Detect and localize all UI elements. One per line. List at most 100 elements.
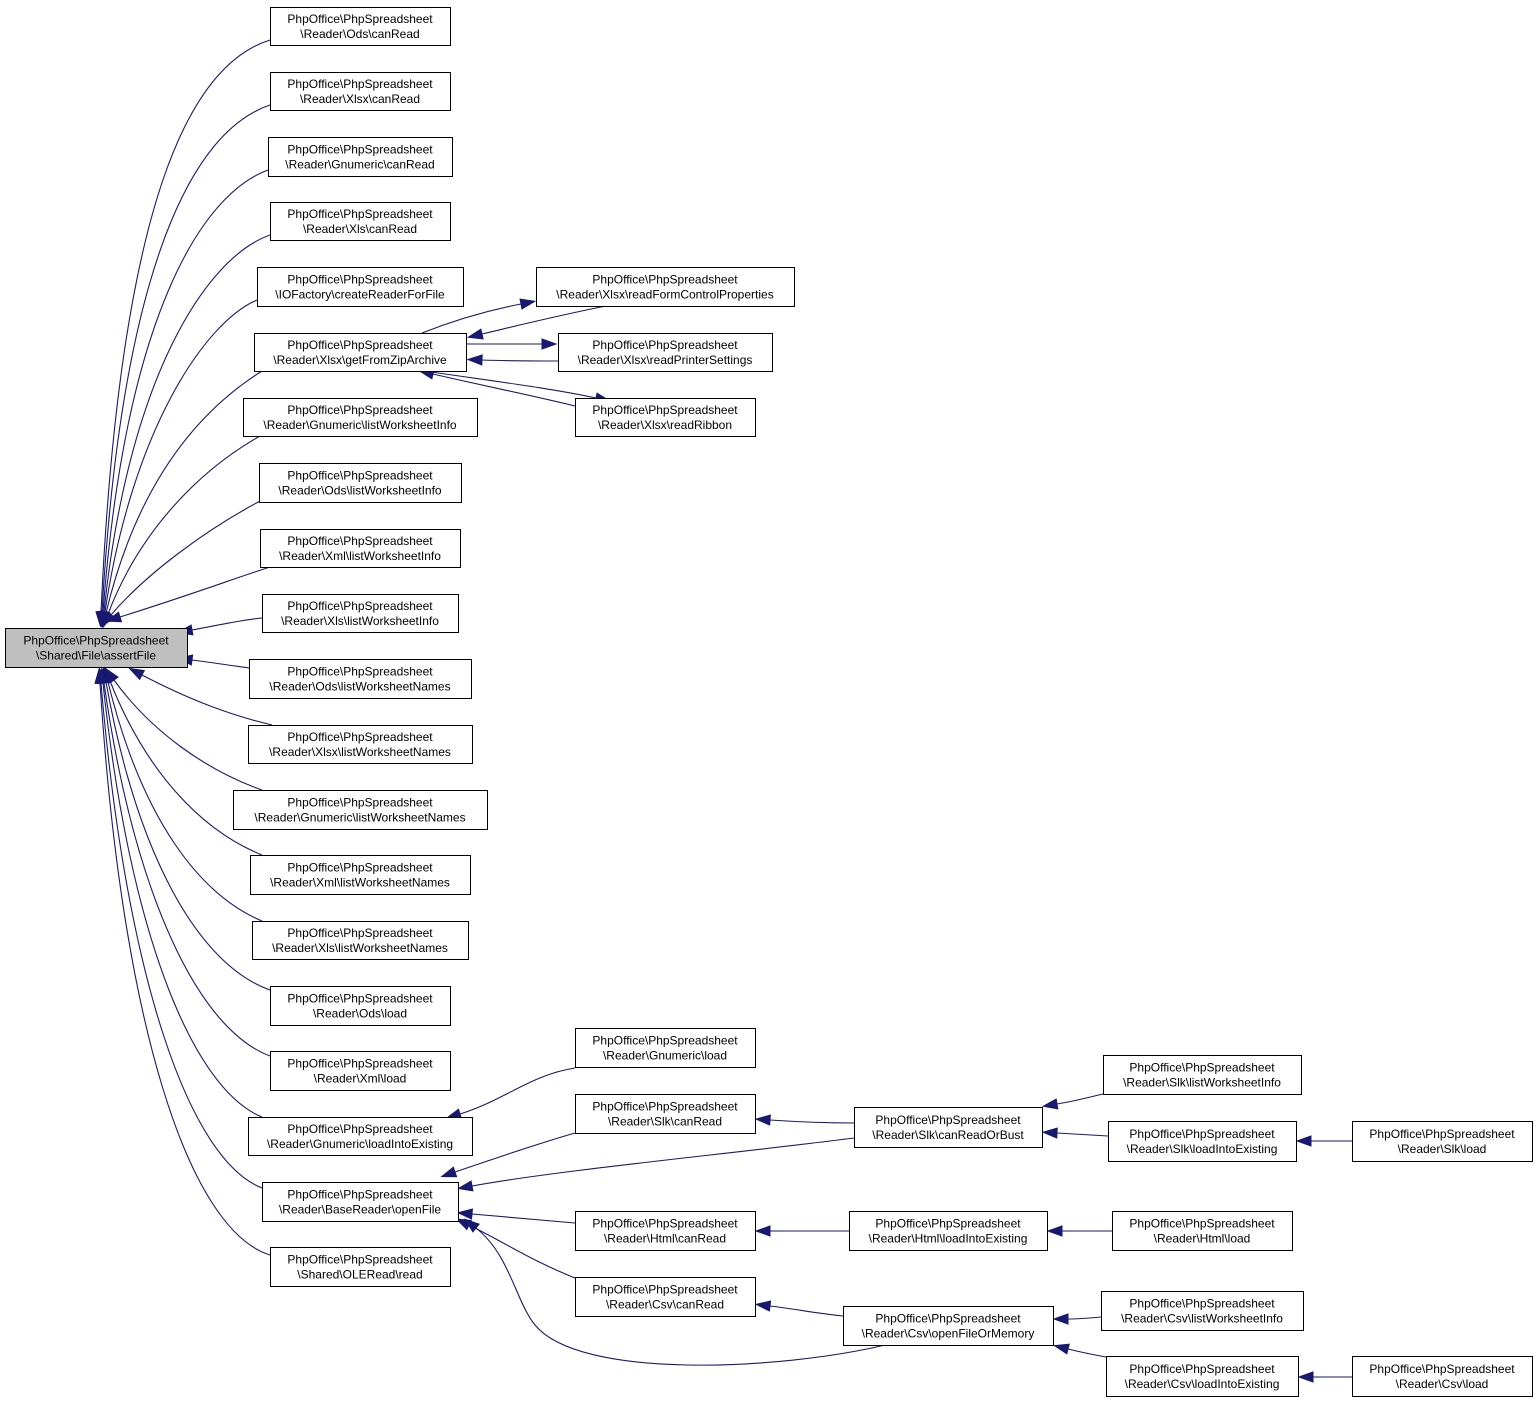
node-csv_listWorksheetInfo[interactable]: PhpOffice\PhpSpreadsheet\Reader\Csv\list… (1101, 1291, 1304, 1331)
node-box (575, 398, 756, 437)
edge-line (102, 682, 263, 1118)
node-csv_loadIntoExisting[interactable]: PhpOffice\PhpSpreadsheet\Reader\Csv\load… (1106, 1356, 1299, 1397)
node-box (575, 1028, 756, 1068)
node-xlsx_readPrinterSettings[interactable]: PhpOffice\PhpSpreadsheet\Reader\Xlsx\rea… (558, 333, 773, 372)
node-label-line1: PhpOffice\PhpSpreadsheet (287, 338, 433, 352)
edge-line (109, 680, 263, 856)
edge-ods_canRead-to-assertFile (95, 39, 271, 628)
node-label-line2: \Reader\Gnumeric\loadIntoExisting (267, 1137, 453, 1151)
edge-csv_openFileOrMemory-to-basereader_openFile (463, 1218, 886, 1366)
node-iofactory_createReaderForFile[interactable]: PhpOffice\PhpSpreadsheet\IOFactory\creat… (257, 267, 464, 307)
node-xml_listWorksheetInfo[interactable]: PhpOffice\PhpSpreadsheet\Reader\Xml\list… (260, 529, 461, 568)
node-basereader_openFile[interactable]: PhpOffice\PhpSpreadsheet\Reader\BaseRead… (262, 1182, 459, 1222)
edge-line (100, 39, 271, 613)
node-box (248, 725, 473, 764)
node-xls_listWorksheetNames[interactable]: PhpOffice\PhpSpreadsheet\Reader\Xls\list… (252, 921, 469, 960)
edge-html_canRead-to-basereader_openFile (456, 1208, 576, 1224)
node-csv_load[interactable]: PhpOffice\PhpSpreadsheet\Reader\Csv\load (1352, 1356, 1533, 1397)
arrowhead-icon (1041, 1098, 1059, 1110)
edge-line (1067, 1316, 1102, 1320)
node-label-line2: \Reader\Csv\openFileOrMemory (862, 1327, 1035, 1341)
node-label-line2: \Reader\Gnumeric\load (603, 1049, 727, 1063)
node-label-line2: \Reader\Html\load (1154, 1232, 1251, 1246)
node-html_canRead[interactable]: PhpOffice\PhpSpreadsheet\Reader\Html\can… (575, 1211, 756, 1251)
node-gnumeric_load[interactable]: PhpOffice\PhpSpreadsheet\Reader\Gnumeric… (575, 1028, 756, 1068)
node-ods_listWorksheetNames[interactable]: PhpOffice\PhpSpreadsheet\Reader\Ods\list… (249, 659, 472, 699)
edge-line (105, 681, 271, 991)
node-html_loadIntoExisting[interactable]: PhpOffice\PhpSpreadsheet\Reader\Html\loa… (849, 1211, 1048, 1251)
node-label-line2: \Reader\Slk\load (1398, 1142, 1487, 1156)
node-label-line1: PhpOffice\PhpSpreadsheet (287, 1057, 433, 1071)
edge-xml_load-to-assertFile (98, 667, 271, 1057)
node-box (854, 1107, 1043, 1148)
arrowhead-icon (1295, 1135, 1312, 1147)
node-box (1108, 1121, 1297, 1162)
node-box (270, 1051, 451, 1091)
node-label-line1: PhpOffice\PhpSpreadsheet (287, 469, 433, 483)
node-label-line1: PhpOffice\PhpSpreadsheet (592, 1283, 738, 1297)
node-label-line2: \Reader\Csv\listWorksheetInfo (1121, 1312, 1283, 1326)
node-label-line2: \Reader\Xls\listWorksheetInfo (281, 614, 439, 628)
edge-csv_loadIntoExisting-to-csv_openFileOrMemory (1052, 1343, 1107, 1358)
node-label-line1: PhpOffice\PhpSpreadsheet (287, 730, 433, 744)
node-box (5, 628, 188, 668)
node-gnumeric_loadIntoExisting[interactable]: PhpOffice\PhpSpreadsheet\Reader\Gnumeric… (248, 1117, 473, 1156)
node-label-line1: PhpOffice\PhpSpreadsheet (287, 143, 433, 157)
node-xlsx_readFormControlProperties[interactable]: PhpOffice\PhpSpreadsheet\Reader\Xlsx\rea… (536, 267, 795, 307)
node-label-line1: PhpOffice\PhpSpreadsheet (1129, 1297, 1275, 1311)
node-slk_load[interactable]: PhpOffice\PhpSpreadsheet\Reader\Slk\load (1352, 1121, 1533, 1162)
node-label-line2: \IOFactory\createReaderForFile (275, 288, 445, 302)
node-slk_canRead[interactable]: PhpOffice\PhpSpreadsheet\Reader\Slk\canR… (575, 1094, 756, 1134)
node-ods_canRead[interactable]: PhpOffice\PhpSpreadsheet\Reader\Ods\canR… (270, 7, 451, 46)
edge-line (191, 659, 250, 669)
node-label-line1: PhpOffice\PhpSpreadsheet (287, 1253, 433, 1267)
node-csv_canRead[interactable]: PhpOffice\PhpSpreadsheet\Reader\Csv\canR… (575, 1277, 756, 1317)
node-xml_listWorksheetNames[interactable]: PhpOffice\PhpSpreadsheet\Reader\Xml\list… (250, 855, 471, 895)
edge-line (113, 679, 263, 791)
node-label-line2: \Reader\Csv\loadIntoExisting (1125, 1377, 1280, 1391)
edge-line (471, 1137, 855, 1187)
edge-ods_listWorksheetInfo-to-assertFile (100, 499, 263, 627)
node-box (575, 1211, 756, 1251)
node-html_load[interactable]: PhpOffice\PhpSpreadsheet\Reader\Html\loa… (1112, 1211, 1293, 1251)
node-label-line2: \Reader\Xml\load (314, 1072, 407, 1086)
node-olere_read[interactable]: PhpOffice\PhpSpreadsheet\Shared\OLERead\… (270, 1247, 451, 1287)
node-slk_listWorksheetInfo[interactable]: PhpOffice\PhpSpreadsheet\Reader\Slk\list… (1103, 1055, 1302, 1095)
edge-gnumeric_load-to-gnumeric_loadIntoExisting (445, 1067, 576, 1120)
node-xls_listWorksheetInfo[interactable]: PhpOffice\PhpSpreadsheet\Reader\Xls\list… (262, 594, 459, 633)
edge-line (141, 674, 273, 726)
node-box (262, 1182, 459, 1222)
node-gnumeric_listWorksheetInfo[interactable]: PhpOffice\PhpSpreadsheet\Reader\Gnumeric… (243, 398, 478, 437)
arrowhead-icon (466, 354, 483, 366)
node-xls_canRead[interactable]: PhpOffice\PhpSpreadsheet\Reader\Xls\canR… (270, 202, 451, 241)
node-ods_listWorksheetInfo[interactable]: PhpOffice\PhpSpreadsheet\Reader\Ods\list… (259, 463, 462, 503)
node-slk_canReadOrBust[interactable]: PhpOffice\PhpSpreadsheet\Reader\Slk\canR… (854, 1107, 1043, 1148)
node-xlsx_listWorksheetNames[interactable]: PhpOffice\PhpSpreadsheet\Reader\Xlsx\lis… (248, 725, 473, 764)
node-label-line1: PhpOffice\PhpSpreadsheet (287, 599, 433, 613)
arrowhead-icon (100, 610, 116, 627)
node-label-line1: PhpOffice\PhpSpreadsheet (875, 1217, 1021, 1231)
node-label-line2: \Reader\Xls\canRead (303, 222, 417, 236)
node-label-line2: \Reader\Csv\canRead (606, 1298, 724, 1312)
edge-csv_listWorksheetInfo-to-csv_openFileOrMemory (1052, 1313, 1102, 1325)
node-box (536, 267, 795, 307)
node-assertFile[interactable]: PhpOffice\PhpSpreadsheet\Shared\File\ass… (5, 628, 188, 668)
node-label-line1: PhpOffice\PhpSpreadsheet (287, 1188, 433, 1202)
node-xml_load[interactable]: PhpOffice\PhpSpreadsheet\Reader\Xml\load (270, 1051, 451, 1091)
edge-line (421, 303, 522, 334)
node-label-line1: PhpOffice\PhpSpreadsheet (592, 338, 738, 352)
edge-slk_canReadOrBust-to-slk_canRead (754, 1114, 855, 1126)
edge-xlsx_getFromZipArchive-to-xlsx_readPrinterSettings (465, 338, 558, 350)
node-csv_openFileOrMemory[interactable]: PhpOffice\PhpSpreadsheet\Reader\Csv\open… (843, 1306, 1054, 1346)
node-gnumeric_canRead[interactable]: PhpOffice\PhpSpreadsheet\Reader\Gnumeric… (268, 137, 453, 177)
node-label-line1: PhpOffice\PhpSpreadsheet (287, 273, 433, 287)
node-xlsx_getFromZipArchive[interactable]: PhpOffice\PhpSpreadsheet\Reader\Xlsx\get… (254, 333, 467, 372)
edge-line (104, 299, 258, 613)
node-gnumeric_listWorksheetNames[interactable]: PhpOffice\PhpSpreadsheet\Reader\Gnumeric… (233, 790, 488, 830)
node-label-line2: \Reader\Xlsx\readRibbon (598, 418, 732, 432)
node-xlsx_readRibbon[interactable]: PhpOffice\PhpSpreadsheet\Reader\Xlsx\rea… (575, 398, 756, 437)
node-slk_loadIntoExisting[interactable]: PhpOffice\PhpSpreadsheet\Reader\Slk\load… (1108, 1121, 1297, 1162)
node-ods_load[interactable]: PhpOffice\PhpSpreadsheet\Reader\Ods\load (270, 986, 451, 1026)
node-xlsx_canRead[interactable]: PhpOffice\PhpSpreadsheet\Reader\Xlsx\can… (270, 72, 451, 111)
